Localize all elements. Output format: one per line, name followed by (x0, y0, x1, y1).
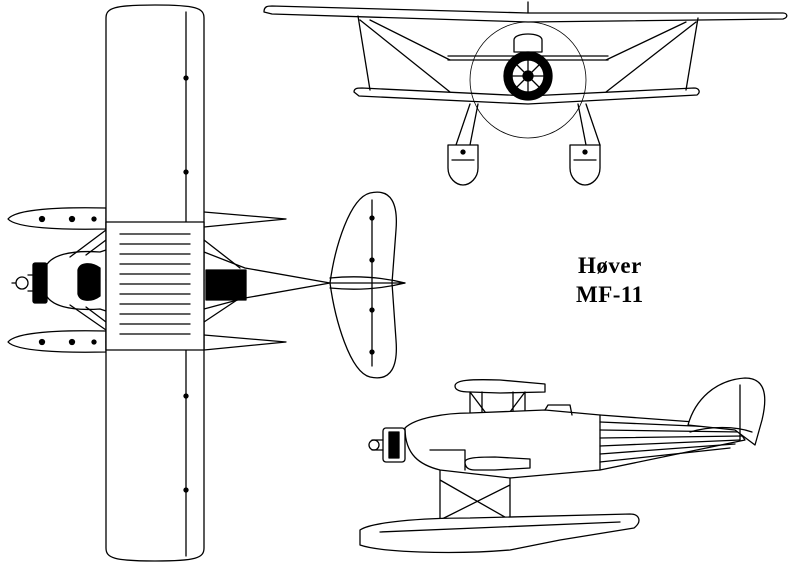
top-view-tail (330, 192, 405, 378)
side-view-lower-wing (465, 457, 530, 470)
aircraft-name: Høver (578, 253, 642, 278)
top-view-fuselage (45, 230, 330, 330)
top-view-wing (106, 5, 204, 561)
side-view-engine (369, 428, 405, 462)
front-view-engine (470, 22, 586, 138)
front-view-upper-wing (264, 2, 787, 22)
side-view (360, 378, 765, 552)
side-view-tail (688, 378, 765, 445)
top-view (8, 5, 405, 561)
side-view-float-struts (440, 470, 510, 520)
side-view-float (360, 514, 639, 552)
front-view-floats (448, 104, 600, 185)
top-view-wing-hinges (184, 76, 188, 492)
top-view-engine (12, 263, 47, 303)
aircraft-model: MF-11 (576, 282, 644, 307)
side-view-upper-wing (455, 380, 545, 393)
front-view (264, 2, 787, 185)
top-view-wing-ribs (120, 234, 190, 334)
